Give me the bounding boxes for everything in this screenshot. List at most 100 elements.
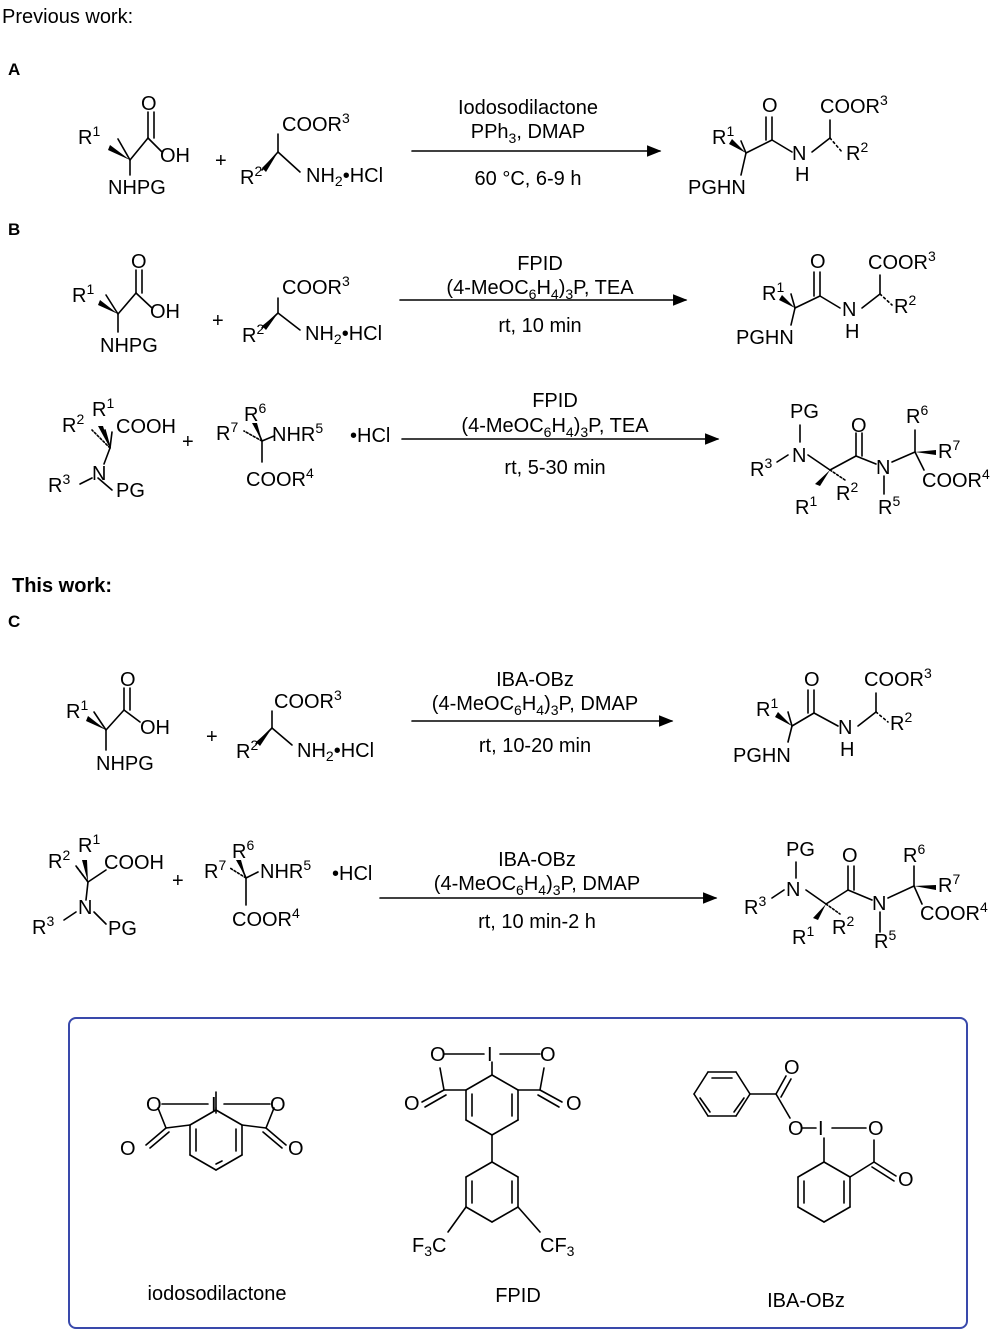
svg-text:R7: R7 <box>216 419 238 445</box>
atom-label: R <box>232 841 246 863</box>
cond-c1-conditions: rt, 10-20 min <box>478 735 592 757</box>
panel-label-b: B <box>8 220 21 239</box>
atom-label: N <box>842 299 856 321</box>
atom-label: COOH <box>104 852 164 874</box>
atom-label: NH2•HCl <box>306 165 383 189</box>
svg-text:COOR3: COOR3 <box>282 273 350 299</box>
atom-label: R <box>242 325 256 347</box>
atom-label: NHR <box>260 861 303 883</box>
atom-label: O <box>804 669 820 691</box>
svg-text:R3: R3 <box>744 893 766 919</box>
cond-b1-reagent2: (4-MeOC6H4)3P, TEA <box>446 277 634 302</box>
atom-label: COOR <box>232 909 292 931</box>
atom-label: R <box>878 497 892 519</box>
svg-text:COOR3: COOR3 <box>282 110 350 136</box>
atom-label: I <box>211 1094 217 1116</box>
cond-c1-reagent2: (4-MeOC6H4)3P, DMAP <box>431 693 639 718</box>
svg-text:R2: R2 <box>62 411 84 437</box>
svg-text:R3: R3 <box>750 455 772 481</box>
cond-a-reagent2: PPh3, DMAP <box>470 121 586 146</box>
cond-b1-reagent1: FPID <box>517 253 563 275</box>
atom-label: N <box>78 897 92 919</box>
atom-label: N <box>872 893 886 915</box>
atom-label: COOR <box>864 669 924 691</box>
reagent-structures-box <box>68 1017 968 1329</box>
cond-b1-conditions: rt, 10 min <box>498 315 582 337</box>
cond-c2-reagent1: IBA-OBz <box>498 849 576 871</box>
svg-text:NHR5: NHR5 <box>272 420 323 446</box>
atom-label: R <box>750 459 764 481</box>
atom-label: R <box>903 845 917 867</box>
cond-a-reagent1: Iodosodilactone <box>457 97 599 119</box>
atom-label: R <box>874 931 888 953</box>
svg-text:R2: R2 <box>846 139 868 165</box>
cond-c2-reagent2: (4-MeOC6H4)3P, DMAP <box>433 873 641 898</box>
plus-sign: + <box>182 431 194 453</box>
atom-label: R <box>795 497 809 519</box>
svg-text:R1: R1 <box>792 923 814 949</box>
atom-label: •HCl <box>332 863 372 885</box>
svg-text:R1: R1 <box>66 697 88 723</box>
svg-text:COOR4: COOR4 <box>920 899 988 925</box>
atom-label: F3C <box>412 1235 446 1259</box>
iba-obz-structure <box>693 1071 897 1223</box>
atom-label: R <box>72 285 86 307</box>
atom-label: PGHN <box>736 327 794 349</box>
atom-label: O <box>810 251 826 273</box>
atom-label: COOR <box>820 96 880 118</box>
cond-c1-reagent1: IBA-OBz <box>496 669 574 691</box>
atom-label: R <box>712 127 726 149</box>
atom-label: R <box>244 404 258 426</box>
svg-text:R1: R1 <box>712 123 734 149</box>
atom-label: R <box>78 127 92 149</box>
svg-text:COOR3: COOR3 <box>864 665 932 691</box>
atom-label: R <box>92 399 106 421</box>
cond-a-conditions: 60 °C, 6-9 h <box>474 168 582 190</box>
cond-b2-conditions: rt, 5-30 min <box>504 457 606 479</box>
atom-label: N <box>792 445 806 467</box>
atom-label: R <box>240 167 254 189</box>
svg-text:R6: R6 <box>232 837 254 863</box>
atom-label: R <box>32 917 46 939</box>
atom-label: OH <box>150 301 180 323</box>
svg-text:R5: R5 <box>878 493 900 519</box>
label-iodosodilactone: iodosodilactone <box>147 1283 287 1305</box>
atom-label: NHR <box>272 424 315 446</box>
atom-label: R <box>938 441 952 463</box>
atom-label: O <box>404 1093 420 1115</box>
svg-text:R2: R2 <box>836 479 858 505</box>
atom-label: O <box>898 1169 914 1191</box>
atom-label: O <box>120 669 136 691</box>
atom-label: R <box>906 406 920 428</box>
svg-text:R6: R6 <box>244 400 266 426</box>
svg-text:R1: R1 <box>795 493 817 519</box>
svg-text:R5: R5 <box>874 927 896 953</box>
atom-label: NHPG <box>96 753 154 775</box>
atom-label: CF3 <box>540 1235 575 1259</box>
atom-label: R <box>78 835 92 857</box>
scheme-c1 <box>86 687 889 751</box>
atom-label: COOH <box>116 416 176 438</box>
scheme-b1 <box>98 269 893 333</box>
atom-label: O <box>842 845 858 867</box>
atom-label: NH2•HCl <box>305 323 382 347</box>
atom-label: N <box>92 463 106 485</box>
atom-label: I <box>487 1044 493 1066</box>
atom-label: PG <box>116 480 145 502</box>
atom-label: N <box>838 717 852 739</box>
atom-label: N <box>876 457 890 479</box>
atom-label: R <box>792 927 806 949</box>
atom-label: COOR <box>282 277 342 299</box>
atom-label: O <box>270 1094 286 1116</box>
plus-sign: + <box>172 870 184 892</box>
atom-label: COOR <box>922 470 982 492</box>
atom-label: NH2•HCl <box>297 740 374 764</box>
atom-label: O <box>288 1138 304 1160</box>
atom-label: •HCl <box>350 425 390 447</box>
atom-label: PG <box>790 401 819 423</box>
panel-label-a: A <box>8 60 21 79</box>
svg-text:COOR4: COOR4 <box>232 905 300 931</box>
atom-label: O <box>141 93 157 115</box>
previous-work-heading: Previous work: <box>2 6 134 28</box>
atom-label: R <box>762 283 776 305</box>
